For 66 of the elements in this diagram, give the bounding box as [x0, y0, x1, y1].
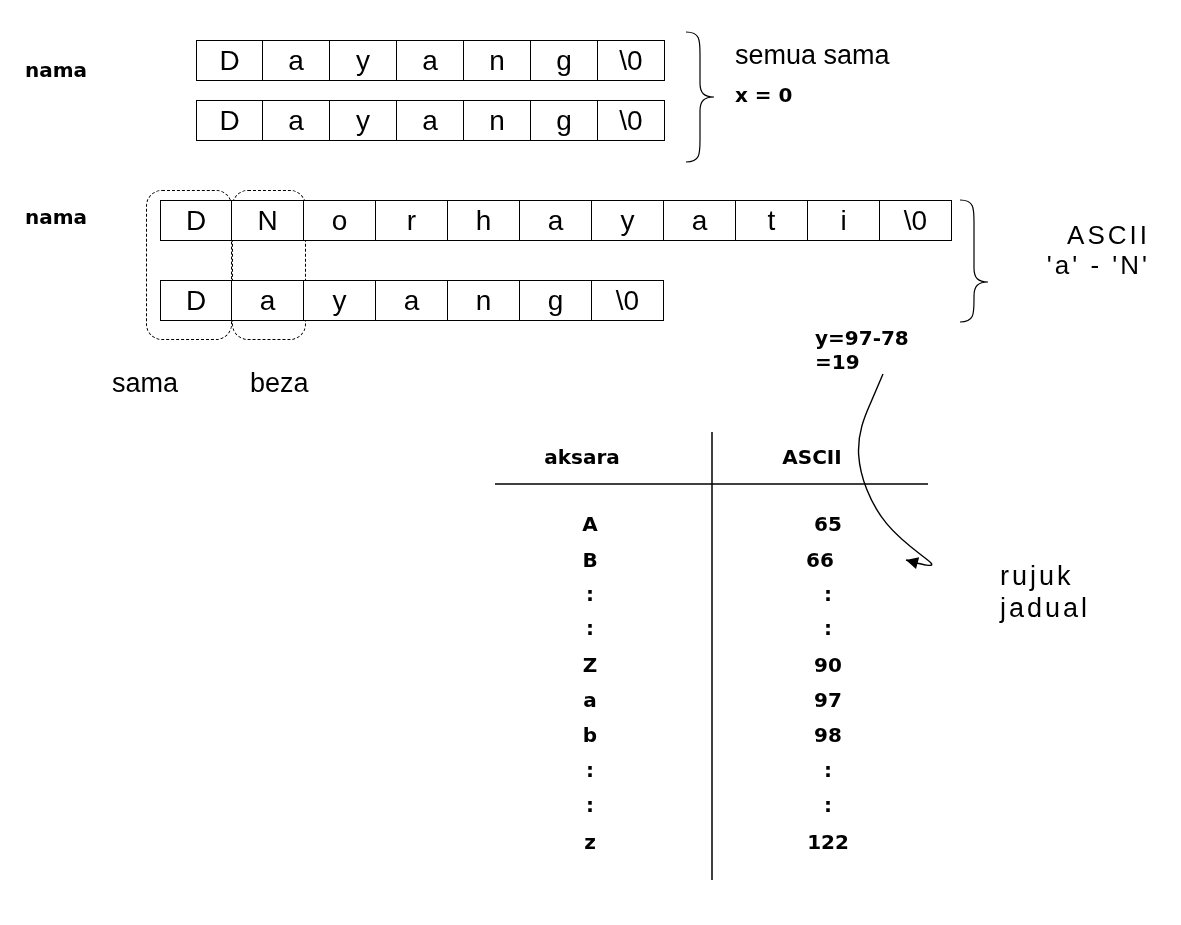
character-cell: g	[531, 100, 598, 141]
character-cell: h	[448, 200, 520, 241]
table-value: :	[586, 758, 594, 782]
character-cell: a	[376, 280, 448, 321]
table-value: :	[586, 582, 594, 606]
character-cell: n	[464, 40, 531, 81]
character-cell: i	[808, 200, 880, 241]
table-value: 122	[807, 830, 849, 854]
note-text: ASCII 'a' - 'N'	[1045, 220, 1150, 280]
dashed-group-outline	[232, 190, 306, 340]
table-value: b	[582, 723, 598, 747]
table-value: 97	[814, 688, 842, 712]
table-value: z	[584, 830, 596, 854]
character-cell: \0	[592, 280, 664, 321]
table-value: 90	[814, 653, 842, 677]
table-value: :	[824, 758, 832, 782]
character-cell: a	[232, 280, 304, 321]
note-text: semua sama	[735, 39, 890, 71]
character-cell: \0	[598, 40, 665, 81]
character-cell: a	[263, 100, 330, 141]
character-cell: t	[736, 200, 808, 241]
group-caption: sama	[112, 368, 179, 399]
table-value: :	[586, 793, 594, 817]
character-cell: D	[196, 100, 263, 141]
character-cell: a	[397, 100, 464, 141]
character-cell: N	[232, 200, 304, 241]
character-cell: a	[263, 40, 330, 81]
character-cell: a	[520, 200, 592, 241]
group-caption: beza	[250, 368, 309, 399]
character-cell: r	[376, 200, 448, 241]
character-cell: y	[592, 200, 664, 241]
table-header: aksara	[544, 445, 620, 469]
character-cell: n	[464, 100, 531, 141]
character-cell: y	[330, 100, 397, 141]
character-cell: g	[520, 280, 592, 321]
character-cell: D	[160, 200, 232, 241]
table-value: 98	[814, 723, 842, 747]
dashed-group-outline	[146, 190, 232, 340]
formula-text: y=97-78 =19	[815, 326, 911, 374]
curved-arrow	[857, 373, 933, 569]
character-cell: a	[664, 200, 736, 241]
result-text: x = 0	[735, 83, 793, 107]
table-value: 66	[806, 546, 906, 574]
character-cell: o	[304, 200, 376, 241]
table-value: Z	[582, 653, 598, 677]
table-header: ASCII	[782, 445, 842, 469]
table-value: A	[582, 512, 598, 536]
table-value: a	[583, 688, 597, 712]
note-text: rujuk jadual	[1000, 560, 1092, 624]
character-cell: y	[330, 40, 397, 81]
character-cell: \0	[880, 200, 952, 241]
character-cell: \0	[598, 100, 665, 141]
character-cell: y	[304, 280, 376, 321]
variable-name: nama	[25, 58, 88, 82]
table-value: 65	[814, 512, 842, 536]
table-value: :	[824, 616, 832, 640]
character-cell: D	[196, 40, 263, 81]
character-cell: n	[448, 280, 520, 321]
table-value: B	[582, 548, 598, 572]
table-value: :	[824, 793, 832, 817]
table-value: :	[586, 616, 594, 640]
table-value: :	[824, 582, 832, 606]
character-cell: g	[531, 40, 598, 81]
variable-name: nama	[25, 205, 88, 229]
character-cell: D	[160, 280, 232, 321]
character-cell: a	[397, 40, 464, 81]
